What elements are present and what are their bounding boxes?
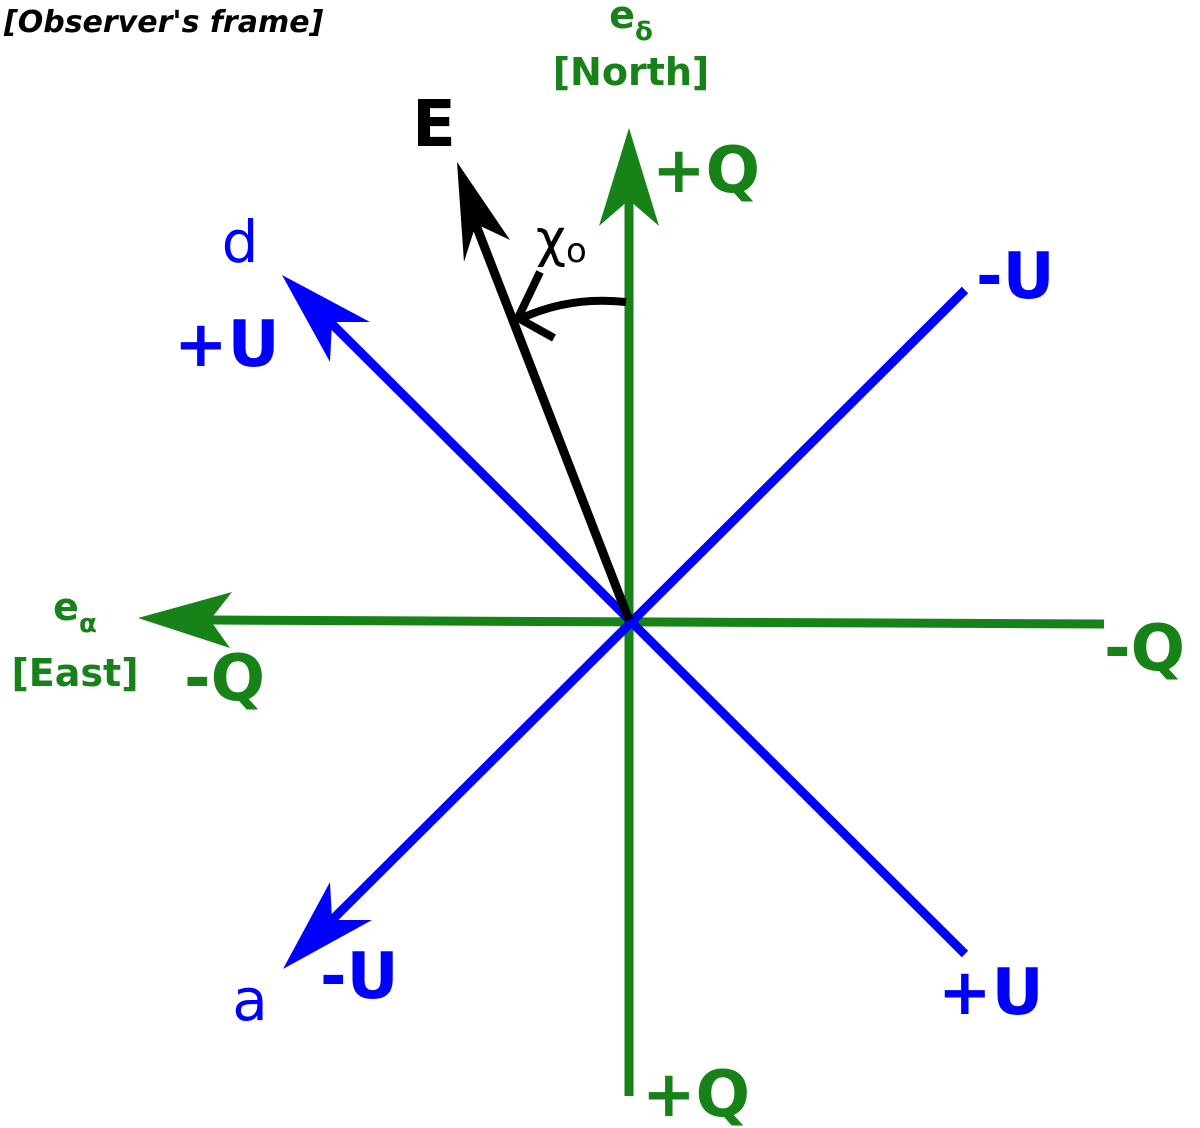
east-arrowhead [138,592,232,648]
diagonal-d-line [326,318,969,958]
axis-name-d: d [222,208,259,276]
diagonal-a-axis [283,286,969,969]
diagonal-a-line [326,286,969,926]
angle-arc-arrowhead [512,270,556,342]
q-label-west: -Q [1104,612,1185,686]
e-vector [457,162,634,622]
u-label-a-opposite: +U [938,956,1044,1030]
u-label-a: -U [320,940,399,1014]
diagonal-d-arrowhead [282,275,370,362]
east-west-axis [138,592,1105,648]
q-label-east: -Q [184,642,265,716]
e-vector-line [469,218,634,622]
east-axis-symbol: eα [53,585,97,639]
diagonal-a-arrowhead [283,882,372,969]
u-label-d-opposite: -U [976,240,1055,314]
u-label-d: +U [174,308,280,382]
north-axis-symbol: eδ [609,0,653,47]
diagonal-d-axis [282,275,969,958]
q-label-south: +Q [642,1058,750,1128]
east-axis-line [209,615,1105,629]
e-vector-label: E [412,88,456,162]
q-label-north: +Q [652,134,760,208]
north-south-axis [599,128,659,1096]
north-arrowhead [599,128,659,226]
east-axis-name: [East] [11,651,138,695]
north-axis-name: [North] [553,50,710,94]
chi-angle-arc [512,270,627,342]
axis-name-a: a [232,966,268,1034]
chi-angle-label: χo [536,209,587,271]
e-vector-arrowhead [457,162,510,262]
angle-arc [520,296,627,322]
frame-title: [Observer's frame] [3,5,324,40]
